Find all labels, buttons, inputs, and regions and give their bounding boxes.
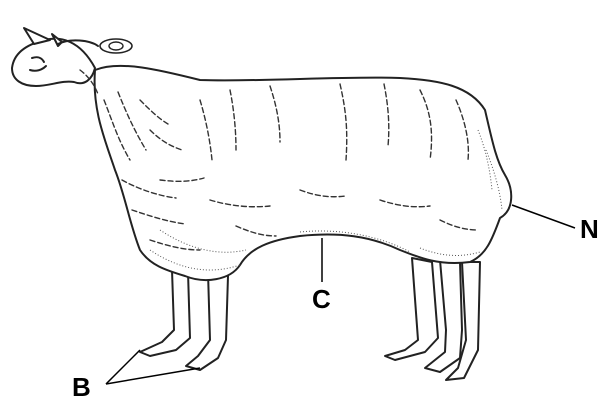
hind-legs — [385, 258, 480, 380]
label-n: N — [580, 214, 599, 244]
fore-legs — [140, 270, 228, 370]
sheep-head — [12, 39, 95, 86]
leader-n — [512, 205, 575, 228]
sheep-body — [95, 66, 512, 280]
label-b: B — [72, 372, 91, 402]
ear — [24, 28, 50, 44]
label-c: C — [312, 284, 331, 314]
